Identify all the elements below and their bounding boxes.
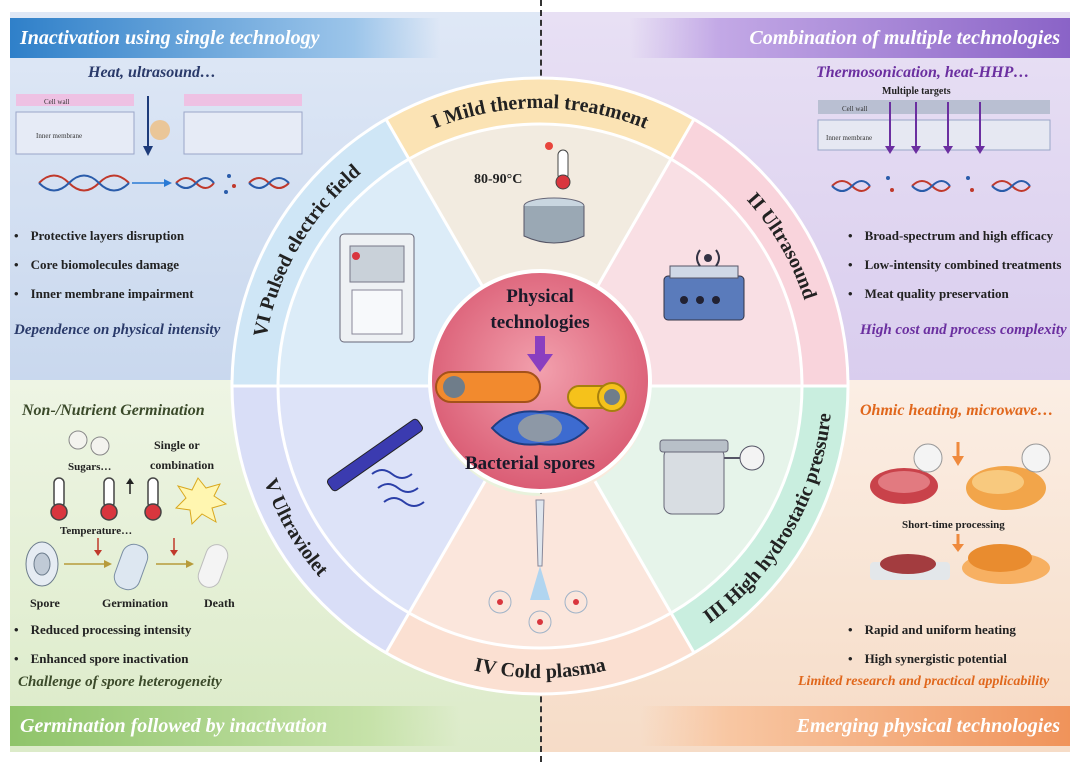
inner-membrane-layer [15, 111, 303, 155]
bullet-br-1: Rapid and uniform heating [848, 622, 1016, 638]
inner-membrane-label: Inner membrane [36, 132, 82, 140]
hhp-vessel-icon [659, 439, 765, 515]
emerging-processing-illustration: Short-time processing [870, 442, 1051, 584]
wheel-spoke [384, 118, 487, 292]
spore-blue-icon [490, 410, 590, 446]
subtitle-germination: Non-/Nutrient Germination [22, 402, 205, 419]
center-title-line1: Physical [506, 286, 574, 307]
plasma-particles-icon [488, 590, 588, 634]
thermal-temperature: 80-90°C [474, 172, 522, 187]
center-meat-circle [428, 269, 652, 493]
short-time-label: Short-time processing [902, 519, 1005, 531]
thermometer-icon [545, 142, 571, 190]
germination-label: Germination [102, 596, 168, 610]
raw-chicken-icon [966, 466, 1046, 510]
footer-br: Limited research and practical applicabi… [798, 674, 1050, 689]
death-label: Death [204, 596, 235, 610]
multiple-targets-illustration: Multiple targets Cell wall Inner membran… [817, 86, 1051, 192]
wheel-band-plasma [386, 612, 694, 695]
banner-emerging: Emerging physical technologies [640, 706, 1070, 746]
target-arrows [889, 102, 981, 148]
combination-label: combination [150, 458, 215, 472]
raw-meat-icon [870, 468, 938, 504]
bullet-bl-2: Enhanced spore inactivation [14, 651, 189, 667]
subtitle-ohmic: Ohmic heating, microwave… [860, 402, 1054, 419]
wheel-band-uv [232, 386, 409, 653]
wheel-segment-uv [278, 386, 485, 613]
cooked-meat-icon [870, 554, 950, 580]
wheel-band-ultrasound [671, 119, 848, 387]
burst-icon [174, 477, 228, 526]
banner-germination: Germination followed by inactivation [10, 706, 460, 746]
cooked-chicken-icon [962, 544, 1050, 584]
banner-single-technology: Inactivation using single technology [10, 18, 440, 58]
cell-wall-layer [16, 94, 302, 106]
bullet-bl-1: Reduced processing intensity [14, 622, 192, 638]
temperature-label: Temperature… [60, 525, 132, 537]
dead-cell-icon [197, 544, 229, 588]
footer-bl: Challenge of spore heterogeneity [18, 674, 222, 690]
sugar-icon [68, 430, 110, 456]
subtitle-thermosonication: Thermosonication, heat-HHP… [816, 64, 1030, 81]
cooking-pot-icon [523, 197, 585, 244]
thermometer-icon [50, 477, 162, 521]
wheel-band-thermal [386, 78, 694, 160]
cell-wall-label: Cell wall [44, 98, 70, 106]
wheel-band-hhp [671, 386, 848, 653]
footer-tl: Dependence on physical intensity [14, 322, 221, 338]
footer-tr: High cost and process complexity [860, 322, 1067, 338]
uv-lamp-icon [327, 418, 425, 507]
cell-wall-layer [818, 100, 1050, 114]
wheel-spoke [593, 480, 696, 654]
bullet-tl-2: Core biomolecules damage [14, 257, 180, 273]
timer-icon [913, 443, 943, 473]
bullet-tr-1: Broad-spectrum and high efficacy [848, 228, 1054, 244]
center-title-line2: technologies [490, 312, 589, 333]
bullet-br-2: High synergistic potential [848, 651, 1007, 667]
bullet-tr-2: Low-intensity combined treatments [848, 257, 1062, 273]
multiple-targets-label: Multiple targets [882, 86, 951, 97]
wheel-spoke [384, 480, 487, 654]
bullet-tl-1: Protective layers disruption [14, 228, 185, 244]
cell-wall-label-tr: Cell wall [842, 105, 868, 113]
purple-arrow-icon [527, 336, 553, 372]
inner-membrane-layer [817, 119, 1051, 151]
spore-orange-icon [435, 371, 541, 403]
inner-membrane-label-tr: Inner membrane [826, 134, 872, 142]
subtitle-heat-ultrasound: Heat, ultrasound… [88, 64, 217, 81]
single-or-label: Single or [154, 438, 200, 452]
germinating-cell-icon [113, 543, 149, 591]
sugars-label: Sugars… [68, 461, 111, 473]
germination-illustration: Sugars… Temperature… [25, 430, 229, 591]
bullet-tr-3: Meat quality preservation [848, 286, 1009, 302]
plasma-nozzle-icon [530, 499, 550, 600]
banner-multiple-technologies: Combination of multiple technologies [630, 18, 1070, 58]
wheel-spoke [593, 118, 696, 292]
wheel-band-pef [232, 119, 409, 387]
dna-strand-icon [38, 174, 130, 192]
membrane-disruption-illustration: Cell wall Inner membrane [15, 94, 303, 194]
ultrasonic-bath-icon [663, 249, 745, 321]
spore-yellow-icon [567, 382, 627, 412]
spore-label: Spore [30, 596, 60, 610]
bullet-tl-3: Inner membrane impairment [14, 286, 194, 302]
wheel-outer-ring [232, 78, 848, 695]
center-title-bottom: Bacterial spores [465, 453, 595, 474]
pef-equipment-icon [339, 233, 415, 343]
